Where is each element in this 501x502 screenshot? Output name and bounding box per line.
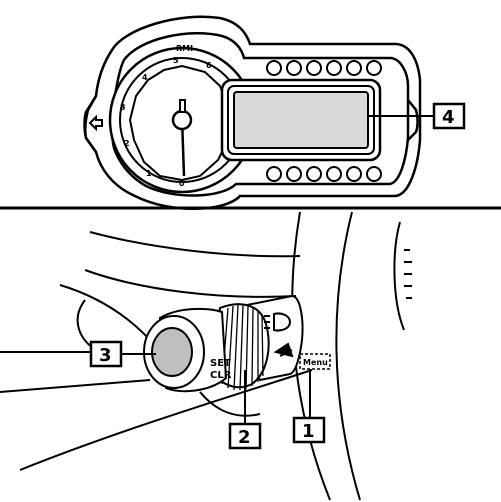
instrument-cluster <box>83 15 422 210</box>
callout-3: 3 <box>89 340 156 368</box>
gauge-labels: RMI 0 1 2 3 4 5 6 <box>120 44 212 188</box>
gauge-hub <box>171 109 193 131</box>
headlight-rays <box>264 315 270 329</box>
knurl-lines <box>221 304 264 391</box>
gauge-unit-label: RMI <box>176 44 193 53</box>
gauge-tick-label: 3 <box>120 103 126 112</box>
menu-button-outline <box>299 353 331 370</box>
gauge-tick-label: 2 <box>124 139 130 148</box>
stalk-labels: SET CLR Menu <box>210 358 328 381</box>
clr-label: CLR <box>210 370 232 381</box>
callout-number: 1 <box>302 421 315 442</box>
callout-2: 2 <box>228 370 262 450</box>
indicator-lamp <box>306 60 322 76</box>
wheel-grip-ridges <box>404 249 412 299</box>
callout-1: 1 <box>292 369 326 444</box>
indicator-lamps-top <box>266 60 382 76</box>
callout-number: 3 <box>99 345 112 366</box>
set-label: SET <box>210 358 231 369</box>
menu-label: Menu <box>303 358 328 367</box>
indicator-lamp <box>306 166 322 182</box>
gauge-tick-label: 4 <box>142 73 148 82</box>
indicator-lamp <box>326 166 342 182</box>
indicator-lamp <box>266 60 282 76</box>
callout-box <box>228 422 262 450</box>
indicator-lamp <box>346 60 362 76</box>
callout-box <box>432 102 466 130</box>
callout-box <box>89 340 123 368</box>
display-bezel <box>227 85 375 155</box>
gauge-tick-label: 1 <box>146 169 152 178</box>
gauge-needle-tail <box>179 99 186 113</box>
column-shroud <box>0 379 151 393</box>
steering-wheel-rim-inner <box>335 211 361 501</box>
dashboard-line <box>84 269 297 298</box>
indicator-lamp <box>286 166 302 182</box>
callout-number: 4 <box>442 107 455 128</box>
left-arrow-icon <box>88 114 103 132</box>
gauge-tick-label: 6 <box>206 61 212 70</box>
left-tab <box>83 95 98 153</box>
turn-signal-lever <box>143 294 304 393</box>
button-cap <box>151 327 193 377</box>
display-screen <box>233 91 369 149</box>
column-shroud <box>199 391 261 417</box>
callout-box <box>292 416 326 444</box>
gauge-tick-label: 5 <box>173 56 179 65</box>
indicator-lamp <box>266 166 282 182</box>
headlight-icon <box>273 312 292 332</box>
callout-4: 4 <box>368 102 466 130</box>
turn-arrow-icon <box>279 349 293 357</box>
gauge-tick-label: 0 <box>179 179 185 188</box>
indicator-lamp <box>286 60 302 76</box>
column-shroud <box>19 369 313 471</box>
indicator-lamp <box>346 166 362 182</box>
wheel-spoke <box>393 221 405 331</box>
right-tab <box>407 99 419 141</box>
indicator-lamp <box>366 60 382 76</box>
callout-number: 2 <box>238 427 251 448</box>
indicator-lamp <box>326 60 342 76</box>
dashboard-line <box>89 231 301 258</box>
indicator-lamp <box>366 166 382 182</box>
indicator-lamps-bottom <box>266 166 382 182</box>
